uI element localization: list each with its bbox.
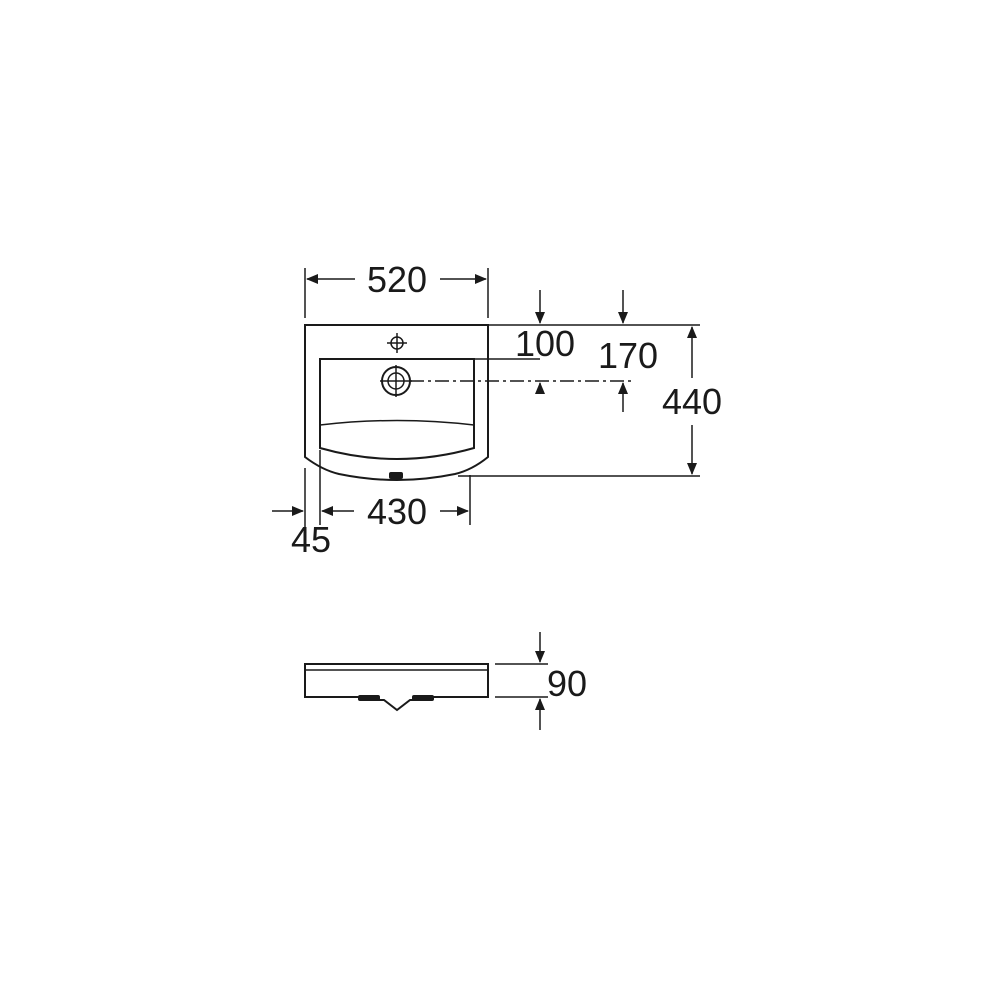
tap-hole-icon	[387, 333, 407, 353]
dim-100-170-440: 100 170 440	[410, 290, 722, 477]
overall-depth-label: 440	[662, 381, 722, 422]
right-foot	[412, 695, 434, 701]
dim-90: 90	[495, 632, 587, 730]
tap-hole-offset-label: 100	[515, 323, 575, 364]
dim-520: 520	[304, 259, 489, 318]
waste-outlet-icon	[380, 365, 412, 397]
side-profile	[304, 663, 489, 712]
inner-width-label: 430	[367, 491, 427, 532]
dim-430-45: 430 45	[272, 450, 471, 560]
side-view	[304, 663, 489, 712]
overflow-slot	[389, 472, 403, 479]
height-label: 90	[547, 663, 587, 704]
basin-outline	[304, 324, 489, 481]
bowl-outline	[319, 358, 475, 460]
bowl-front-ledge	[319, 419, 475, 426]
left-foot	[358, 695, 380, 701]
waste-offset-label: 170	[598, 335, 658, 376]
overall-width-label: 520	[367, 259, 427, 300]
plan-view	[304, 324, 489, 481]
side-offset-label: 45	[291, 519, 331, 560]
